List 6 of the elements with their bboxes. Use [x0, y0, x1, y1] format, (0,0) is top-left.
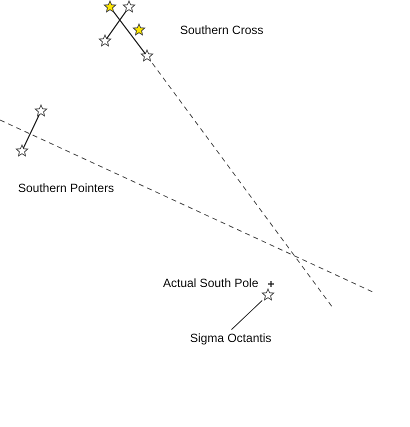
- star-label: Sigma Octantis: [190, 331, 272, 345]
- constellation-label: Southern Cross: [180, 23, 264, 37]
- leader-line: [231, 300, 263, 330]
- constellation-label: Southern Pointers: [18, 181, 114, 195]
- star-icon: [261, 288, 275, 301]
- constellation-label: Actual South Pole: [163, 276, 258, 290]
